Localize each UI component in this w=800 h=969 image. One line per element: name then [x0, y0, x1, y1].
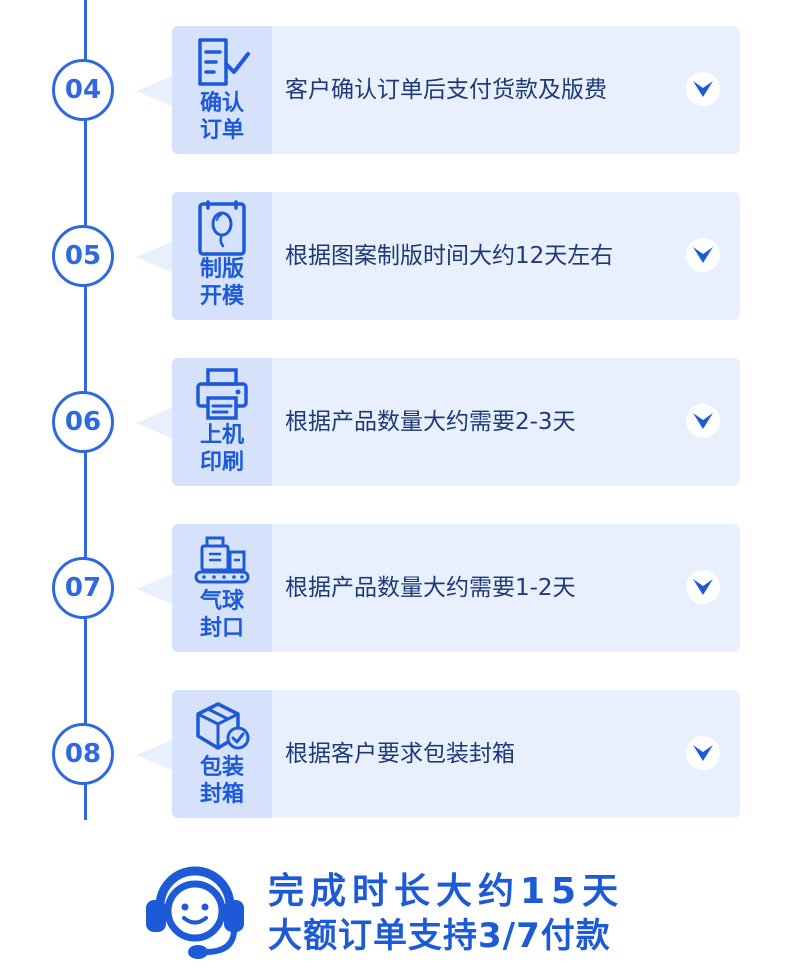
balloon-mold-icon — [190, 198, 254, 258]
step-label-line1: 确认 — [199, 91, 244, 116]
payment-terms-text: 大额订单支持3/7付款 — [268, 916, 611, 956]
chevron-down-icon[interactable] — [686, 404, 720, 438]
step-description: 根据产品数量大约需要2-3天 — [285, 409, 576, 435]
step-label-line2: 开模 — [199, 284, 244, 309]
step-label-line1: 上机 — [199, 423, 244, 448]
step-card[interactable]: 确认 订单 客户确认订单后支付货款及版费 — [172, 26, 740, 154]
step-card[interactable]: 气球 封口 根据产品数量大约需要1-2天 — [172, 524, 740, 652]
step-side-panel: 上机 印刷 — [172, 358, 272, 486]
chevron-down-icon[interactable] — [686, 72, 720, 106]
package-box-icon — [190, 696, 254, 756]
step-number-circle: 05 — [52, 225, 114, 287]
completion-time-text: 完成时长大约15天 — [268, 871, 625, 912]
step-side-panel: 气球 封口 — [172, 524, 272, 652]
step-label-line2: 订单 — [199, 118, 244, 143]
step-pointer — [136, 739, 174, 771]
step-label: 上机 印刷 — [172, 422, 272, 476]
sealing-machine-icon — [190, 530, 254, 590]
step-label: 制版 开模 — [172, 256, 272, 310]
step-number-circle: 04 — [52, 59, 114, 121]
step-number-circle: 07 — [52, 557, 114, 619]
step-label: 确认 订单 — [172, 90, 272, 144]
step-number-circle: 08 — [52, 723, 114, 785]
step-label-line2: 封口 — [199, 616, 244, 641]
printer-icon — [190, 364, 254, 424]
step-label: 包装 封箱 — [172, 754, 272, 808]
step-label-line1: 气球 — [199, 589, 244, 614]
step-card[interactable]: 上机 印刷 根据产品数量大约需要2-3天 — [172, 358, 740, 486]
step-05: 05 制版 开模 根据图案制版时间大约12天左右 — [0, 192, 800, 322]
step-number-circle: 06 — [52, 391, 114, 453]
step-card[interactable]: 制版 开模 根据图案制版时间大约12天左右 — [172, 192, 740, 320]
step-side-panel: 制版 开模 — [172, 192, 272, 320]
step-description: 根据图案制版时间大约12天左右 — [285, 243, 614, 269]
step-label-line1: 包装 — [199, 755, 244, 780]
step-08: 08 包装 封箱 根据客户要求包装封箱 — [0, 690, 800, 820]
step-description: 根据客户要求包装封箱 — [285, 741, 515, 767]
step-description: 根据产品数量大约需要1-2天 — [285, 575, 576, 601]
step-card[interactable]: 包装 封箱 根据客户要求包装封箱 — [172, 690, 740, 818]
chevron-down-icon[interactable] — [686, 238, 720, 272]
step-06: 06 上机 印刷 根据产品数量大约需要2-3天 — [0, 358, 800, 488]
step-side-panel: 包装 封箱 — [172, 690, 272, 818]
step-07: 07 气球 — [0, 524, 800, 654]
step-label-line1: 制版 — [199, 257, 244, 282]
step-04: 04 确认 订单 客户确认订单后支付货款及版费 — [0, 26, 800, 156]
step-label: 气球 封口 — [172, 588, 272, 642]
order-confirm-icon — [190, 32, 254, 92]
step-description: 客户确认订单后支付货款及版费 — [285, 77, 607, 103]
chevron-down-icon[interactable] — [686, 570, 720, 604]
headset-smile-icon — [140, 854, 250, 962]
step-pointer — [136, 407, 174, 439]
step-side-panel: 确认 订单 — [172, 26, 272, 154]
step-pointer — [136, 75, 174, 107]
chevron-down-icon[interactable] — [686, 736, 720, 770]
step-pointer — [136, 241, 174, 273]
footer: 完成时长大约15天 大额订单支持3/7付款 — [0, 848, 800, 969]
step-label-line2: 封箱 — [199, 782, 244, 807]
step-label-line2: 印刷 — [199, 450, 244, 475]
step-pointer — [136, 573, 174, 605]
